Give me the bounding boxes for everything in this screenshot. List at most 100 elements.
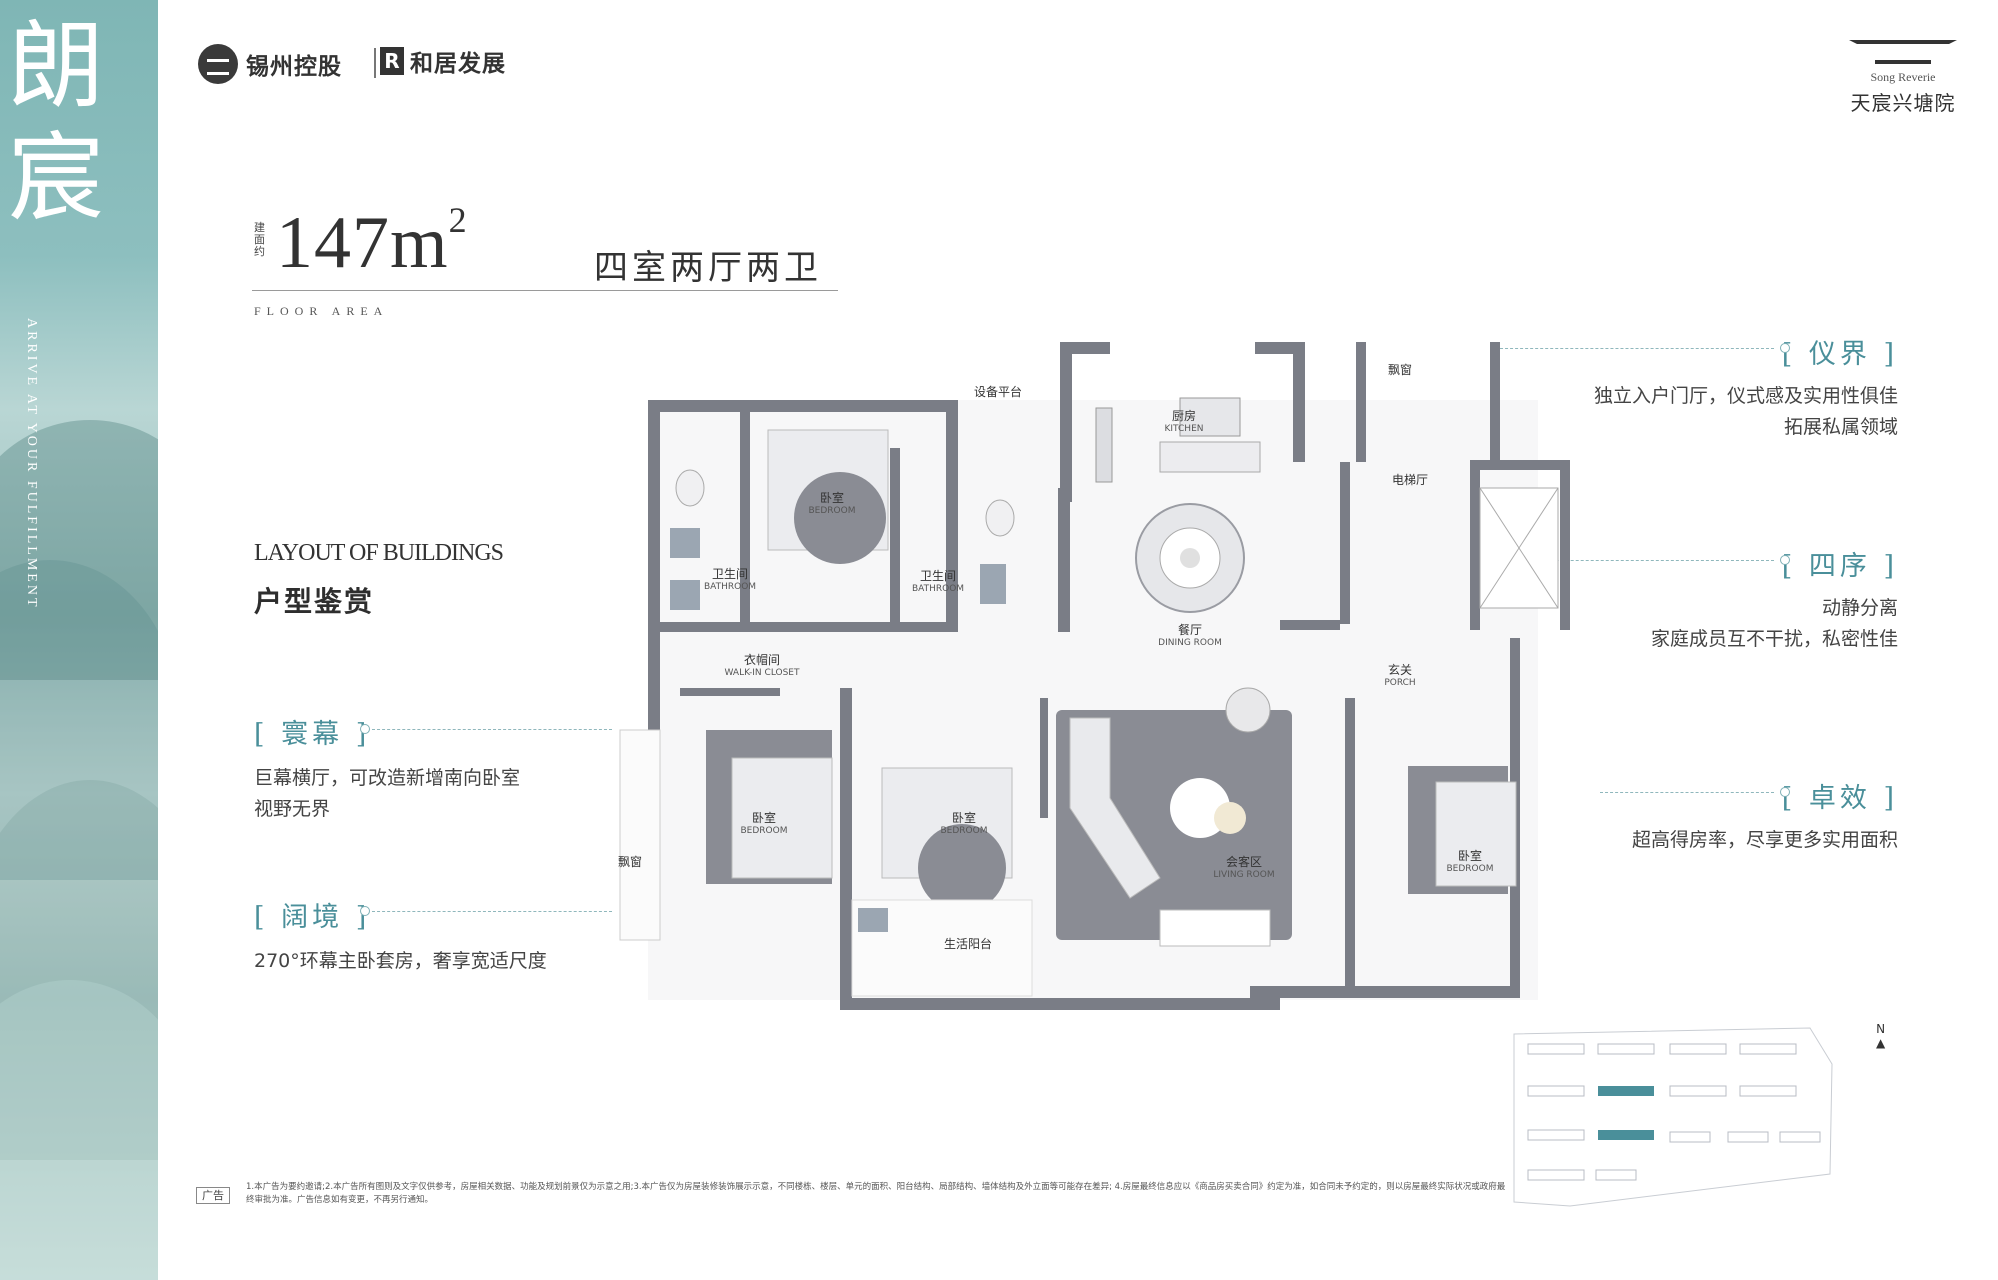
callout-dot: [360, 906, 370, 916]
site-map: [1510, 1024, 1838, 1210]
room-name-en: BATHROOM: [911, 584, 965, 594]
roof-icon: [1849, 40, 1957, 56]
room-name-cn: 衣帽间: [743, 653, 780, 667]
room-name-cn: 卧室: [751, 811, 777, 825]
feature-text: 视野无界: [254, 798, 331, 820]
room-name-en: BEDROOM: [808, 506, 856, 516]
feature-kuojing: [ 阔境 ] 270°环幕主卧套房，奢享宽适尺度: [254, 895, 547, 977]
brand-name-cn: 天宸兴塘院: [1850, 91, 1956, 115]
room-name-cn: 卫生间: [919, 569, 956, 583]
north-arrow-icon: ▲: [1876, 1036, 1886, 1050]
feature-text: 超高得房率，尽享更多实用面积: [1631, 829, 1898, 851]
mountain-art: [0, 980, 158, 1280]
title-divider: [252, 290, 838, 291]
feature-text: 拓展私属领域: [1783, 416, 1898, 438]
callout-dot: [1780, 555, 1790, 565]
project-brand: Song Reverie 天宸兴塘院: [1844, 40, 1962, 116]
room-name-cn: 卧室: [819, 491, 845, 505]
north-label: N: [1876, 1022, 1886, 1036]
room-name-cn: 卧室: [951, 811, 977, 825]
mountain-art: [0, 780, 158, 1160]
room-name-cn: 卫生间: [711, 567, 748, 581]
mountain-art: [0, 560, 158, 880]
floor-area-caption: FLOOR AREA: [254, 304, 389, 318]
feature-huanmu: [ 寰幕 ] 巨幕横厅，可改造新增南向卧室 视野无界: [254, 712, 520, 825]
room-label-balcony: 生活阳台: [943, 937, 993, 951]
developer-name: 锡州控股: [246, 54, 342, 80]
section-title-en: LAYOUT OF BUILDINGS: [254, 540, 504, 566]
layout-type: 四室两厅两卫: [594, 248, 822, 288]
area-label: 建面约: [254, 221, 265, 258]
room-name-cn: 餐厅: [1177, 623, 1203, 637]
feature-text: 动静分离: [1821, 597, 1898, 619]
feature-heading: [ 仪界 ]: [1781, 339, 1898, 370]
floor-plan-drawing: [619, 342, 1570, 1010]
callout-line: [372, 911, 612, 912]
developer-logo: 锡州控股: [198, 44, 342, 84]
room-name-en: BEDROOM: [1446, 864, 1494, 874]
room-name-en: WALK-IN CLOSET: [724, 668, 800, 678]
vertical-title-char: 朗: [8, 10, 104, 122]
callout-line: [372, 729, 612, 730]
room-name-cn: 玄关: [1387, 663, 1412, 677]
feature-heading: [ 寰幕 ]: [254, 719, 371, 750]
feature-text: 巨幕横厅，可改造新增南向卧室: [254, 767, 521, 789]
site-map-drawing: [1513, 1027, 1833, 1207]
area-value: 147m2: [276, 202, 468, 280]
callout-line: [1490, 348, 1774, 349]
callout-dot: [1780, 343, 1790, 353]
room-name-en: PORCH: [1384, 678, 1416, 688]
room-name-en: BEDROOM: [740, 826, 788, 836]
vertical-title-char: 宸: [8, 122, 104, 234]
room-name-cn: 卧室: [1457, 849, 1483, 863]
feature-zhuoxiao: [ 卓效 ] 超高得房率，尽享更多实用面积: [1632, 776, 1898, 856]
feature-yijie: [ 仪界 ] 独立入户门厅，仪式感及实用性俱佳 拓展私属领域: [1594, 332, 1898, 443]
room-label-equipment: 设备平台: [973, 385, 1023, 399]
partner-logo: R 和居发展: [380, 44, 506, 78]
room-name-en: KITCHEN: [1164, 424, 1204, 434]
feature-sixu: [ 四序 ] 动静分离 家庭成员互不干扰，私密性佳: [1651, 544, 1898, 655]
callout-dot: [360, 724, 370, 734]
feature-text: 家庭成员互不干扰，私密性佳: [1650, 628, 1898, 650]
room-name-en: BEDROOM: [940, 826, 988, 836]
feature-heading: [ 四序 ]: [1781, 551, 1898, 582]
developer-logo-icon: [198, 44, 238, 84]
room-name-en: DINING ROOM: [1158, 638, 1222, 648]
side-banner: 朗 宸 ARRIVE AT YOUR FULFILLMENT: [0, 0, 158, 1280]
feature-text: 独立入户门厅，仪式感及实用性俱佳: [1593, 385, 1898, 407]
area-number: 147m: [276, 202, 449, 284]
partner-logo-icon: R: [380, 47, 404, 75]
roof-base-icon: [1875, 60, 1931, 64]
room-label-elevator-hall: 电梯厅: [1391, 473, 1429, 487]
feature-text: 270°环幕主卧套房，奢享宽适尺度: [254, 950, 547, 972]
vertical-slogan: ARRIVE AT YOUR FULFILLMENT: [24, 318, 39, 610]
room-label-bay-window-left: 飘窗: [617, 855, 643, 869]
room-name-cn: 会客区: [1225, 855, 1263, 869]
ad-tag: 广告: [196, 1187, 230, 1204]
callout-dot: [1780, 787, 1790, 797]
callout-line: [1600, 792, 1774, 793]
logo-divider: [374, 48, 376, 78]
feature-heading: [ 阔境 ]: [254, 902, 371, 933]
north-indicator: N ▲: [1876, 1022, 1885, 1050]
feature-heading: [ 卓效 ]: [1781, 783, 1898, 814]
section-title-cn: 户型鉴赏: [254, 585, 375, 618]
partner-name: 和居发展: [410, 51, 506, 77]
room-name-cn: 厨房: [1171, 409, 1196, 423]
brand-name-en: Song Reverie: [1870, 70, 1936, 84]
disclaimer-text: 1.本广告为要约邀请;2.本广告所有图则及文字仅供参考，房屋相关数据、功能及规划…: [246, 1182, 1506, 1205]
mountain-art: [0, 420, 158, 680]
room-label-bay-window-top: 飘窗: [1387, 363, 1413, 377]
room-name-en: LIVING ROOM: [1213, 870, 1275, 880]
